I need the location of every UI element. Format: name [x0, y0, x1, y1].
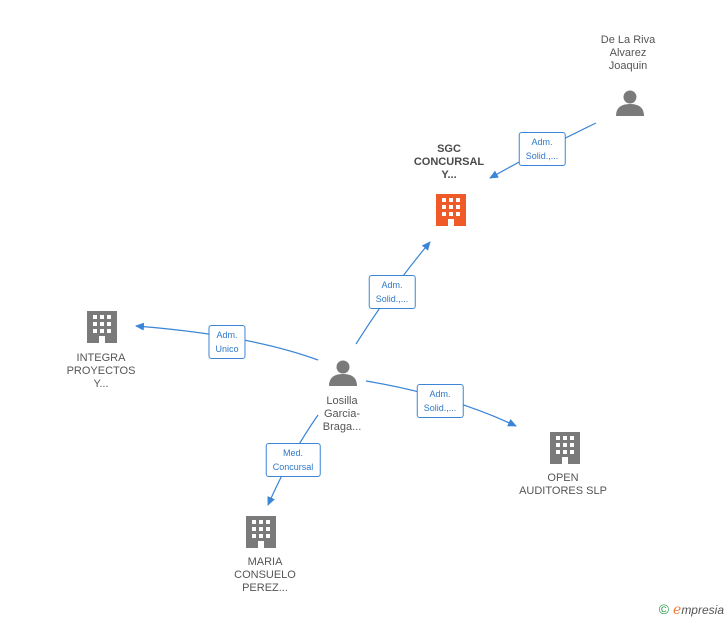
edge-label-adm-unico: Adm. Unico	[208, 325, 246, 359]
edge-label-med-concursal: Med. Concursal	[265, 443, 321, 477]
edge-label-adm-solid: Adm. Solid.,...	[368, 275, 416, 309]
edge-label-adm-solid: Adm. Solid.,...	[416, 384, 464, 418]
person-icon[interactable]	[616, 90, 644, 117]
edge-label-adm-solid: Adm. Solid.,...	[518, 132, 566, 166]
node-label-open-auditores[interactable]: OPEN AUDITORES SLP	[519, 472, 607, 497]
building-icon[interactable]	[550, 432, 580, 464]
brand-initial: e	[673, 602, 682, 618]
node-label-integra-proyectos[interactable]: INTEGRA PROYECTOS Y...	[66, 352, 136, 390]
node-label-losilla[interactable]: Losilla Garcia- Braga...	[322, 395, 362, 433]
brand-name: mpresia	[681, 603, 724, 617]
node-label-maria-consuelo[interactable]: MARIA CONSUELO PEREZ...	[234, 556, 296, 594]
building-icon[interactable]	[87, 311, 117, 343]
brand-logo: ©empresia	[659, 601, 724, 618]
building-icon[interactable]	[246, 516, 276, 548]
person-icon[interactable]	[329, 360, 357, 387]
building-icon[interactable]	[436, 194, 466, 226]
node-label-sgc-concursal[interactable]: SGC CONCURSAL Y...	[413, 143, 485, 181]
node-label-de-la-riva[interactable]: De La Riva Alvarez Joaquin	[600, 34, 656, 72]
copyright-icon: ©	[658, 601, 670, 617]
